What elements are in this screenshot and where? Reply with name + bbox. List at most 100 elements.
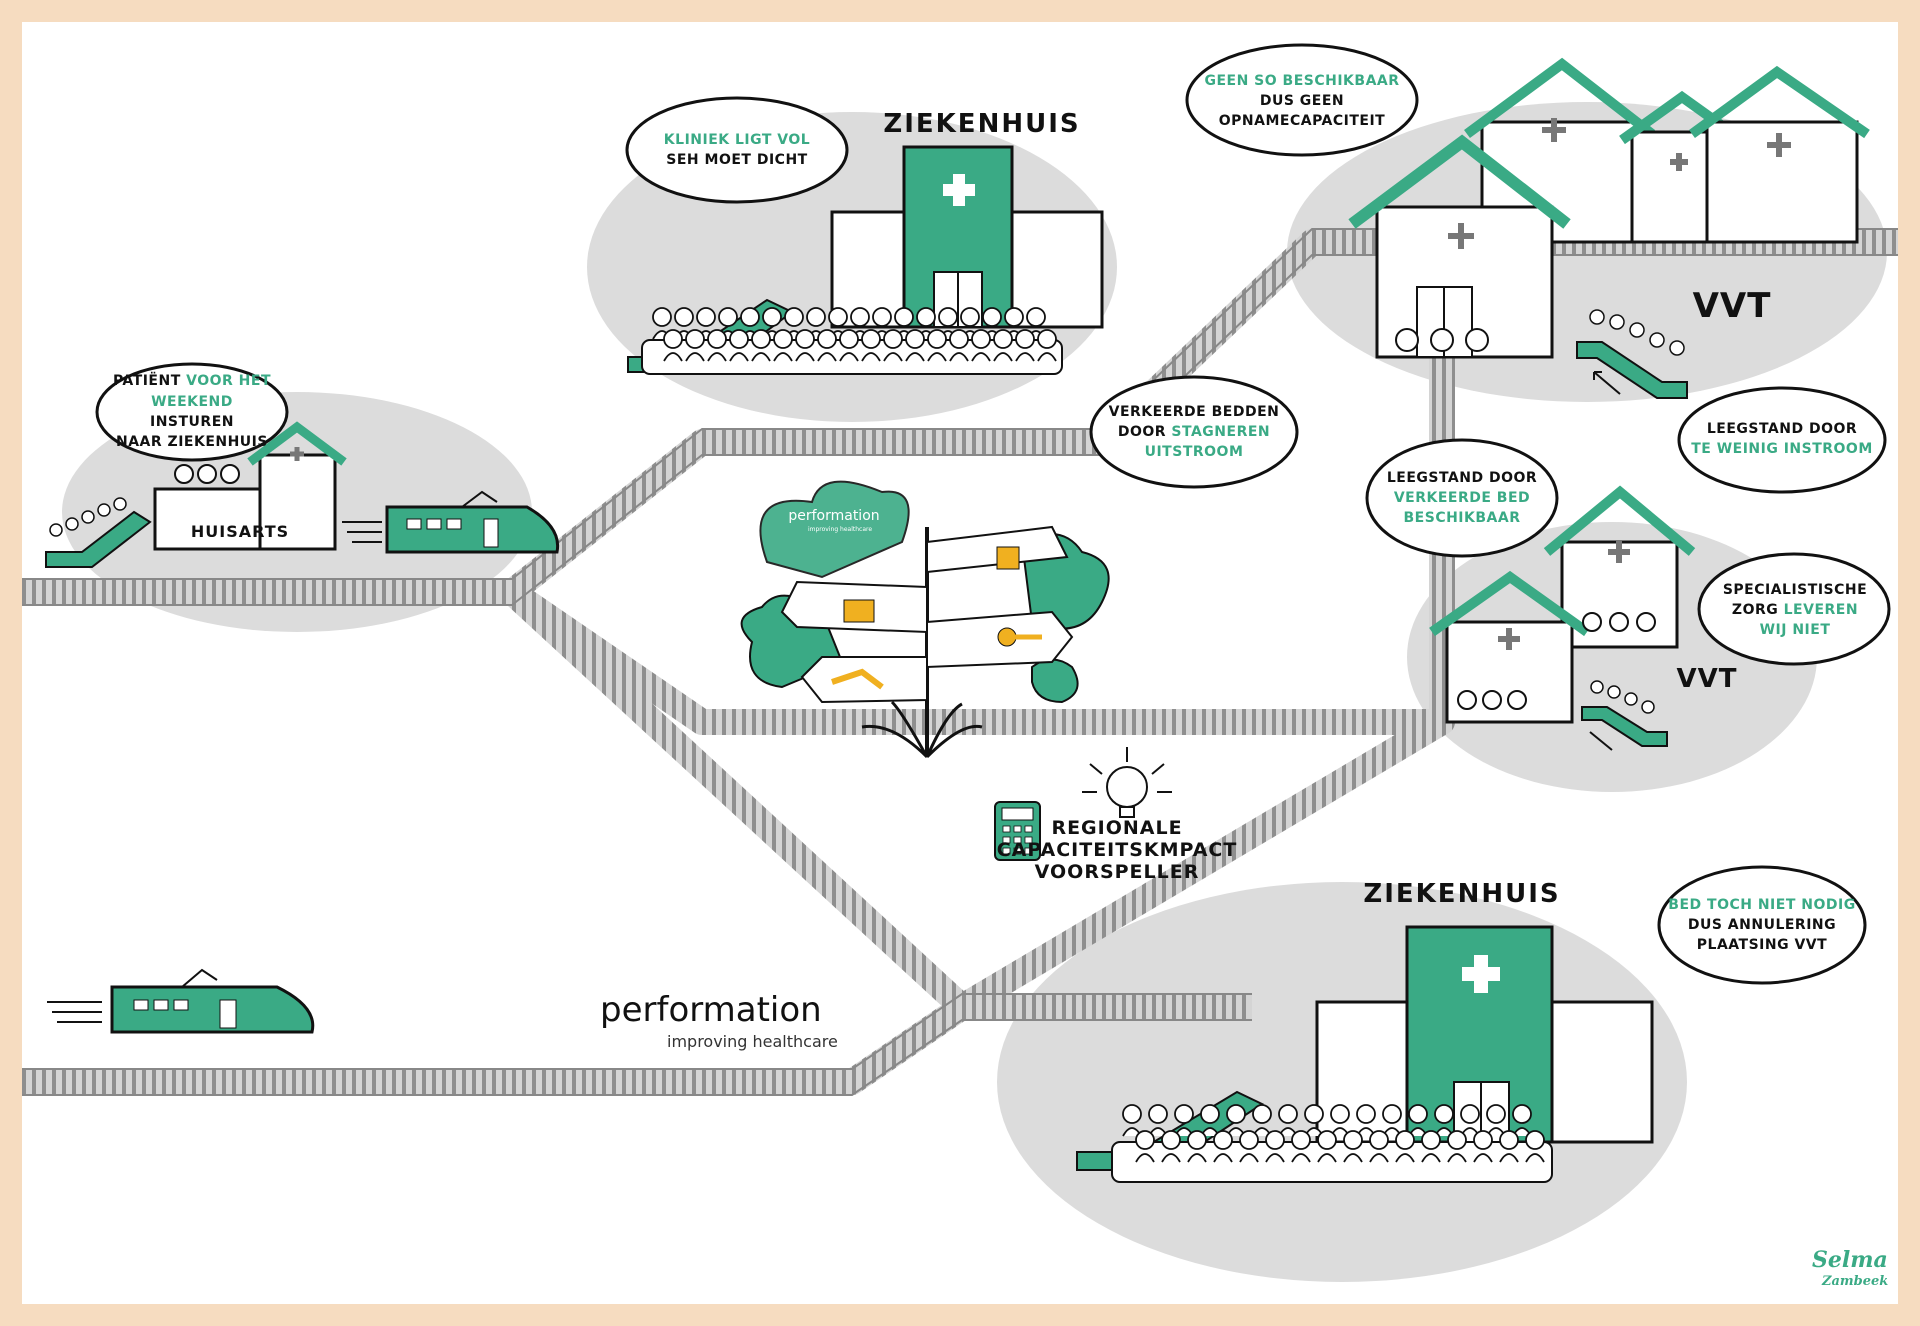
person-icon	[652, 307, 672, 327]
person-icon	[1512, 1104, 1532, 1124]
voorspeller-label: REGIONALE CAPACITEITSKMPACT VOORSPELLER	[977, 817, 1257, 884]
bubble-text: SEH MOET DICHT	[666, 152, 808, 168]
person-icon	[729, 329, 749, 349]
person-icon	[1278, 1104, 1298, 1124]
escalator-icon	[45, 497, 152, 568]
bubble-text: STAGNEREN	[1171, 423, 1271, 440]
person-body	[993, 352, 1013, 362]
person-icon	[1395, 1130, 1415, 1150]
person-icon	[894, 307, 914, 327]
bubble-leegstand-bed: LEEGSTAND DOOR VERKEERDE BED BESCHIKBAAR	[1374, 462, 1550, 534]
bubble-text: DOOR	[1117, 423, 1172, 440]
person-icon	[740, 307, 760, 327]
bubble-text: OPNAMECAPACITEIT	[1218, 113, 1386, 130]
bubble-text: WEEKEND	[151, 393, 233, 410]
bubble-text: UITSTROOM	[1144, 444, 1244, 461]
person-icon	[1037, 329, 1057, 349]
person-icon	[1135, 1130, 1155, 1150]
person-icon	[861, 329, 881, 349]
person-body	[795, 352, 815, 362]
thought-cloud-icon	[1185, 43, 1419, 157]
bubble-specialistische: SPECIALISTISCHE ZORG LEVEREN WIJ NIET	[1707, 574, 1883, 646]
person-icon	[993, 329, 1013, 349]
bubble-text: BED TOCH NIET NODIG	[1668, 896, 1856, 913]
person-icon	[674, 307, 694, 327]
person-body	[707, 352, 727, 362]
person-body	[883, 352, 903, 362]
ziekenhuis-top-label: ZIEKENHUIS	[883, 109, 1081, 139]
bubble-verkeerde-bedden: VERKEERDE BEDDEN DOOR STAGNEREN UITSTROO…	[1099, 396, 1289, 468]
person-body	[1473, 1153, 1493, 1163]
bubble-text: LEEGSTAND DOOR	[1706, 420, 1858, 437]
person-icon	[685, 329, 705, 349]
person-icon	[1473, 1130, 1493, 1150]
person-icon	[1499, 1130, 1519, 1150]
person-icon	[883, 329, 903, 349]
person-body	[1395, 1153, 1415, 1163]
bubble-patient: PATIËNT VOOR HET WEEKEND INSTUREN NAAR Z…	[107, 373, 277, 450]
person-body	[1421, 1153, 1441, 1163]
bubble-text: PATIËNT	[112, 373, 187, 390]
ziekenhuis-bottom-label: ZIEKENHUIS	[1363, 879, 1561, 909]
person-body	[949, 352, 969, 362]
train-icon	[47, 968, 315, 1034]
person-body	[1317, 1153, 1337, 1163]
person-icon	[1317, 1130, 1337, 1150]
person-icon	[1200, 1104, 1220, 1124]
person-body	[927, 352, 947, 362]
person-icon	[1330, 1104, 1350, 1124]
person-icon	[1122, 1104, 1142, 1124]
escalator-icon	[1576, 309, 1688, 399]
person-icon	[839, 329, 859, 349]
person-icon	[1004, 307, 1024, 327]
person-icon	[1187, 1130, 1207, 1150]
bubble-text: VERKEERDE BEDDEN	[1108, 403, 1280, 420]
bubble-text: GEEN SO BESCHIKBAAR	[1204, 72, 1400, 89]
person-icon	[1447, 1130, 1467, 1150]
bubble-text: WIJ NIET	[1759, 622, 1831, 639]
bubble-text: KLINIEK LIGT VOL	[663, 131, 811, 148]
person-icon	[960, 307, 980, 327]
person-icon	[817, 329, 837, 349]
person-body	[1499, 1153, 1519, 1163]
person-icon	[1161, 1130, 1181, 1150]
person-icon	[784, 307, 804, 327]
person-body	[1161, 1153, 1181, 1163]
person-icon	[707, 329, 727, 349]
person-body	[971, 352, 991, 362]
person-icon	[751, 329, 771, 349]
person-body	[1015, 352, 1035, 362]
vvt-mid-houses	[1429, 485, 1696, 724]
diagram-scene	[22, 43, 1898, 1282]
signpost-brand: performation	[788, 508, 880, 524]
person-icon	[773, 329, 793, 349]
person-body	[839, 352, 859, 362]
person-icon	[1265, 1130, 1285, 1150]
canvas: HUISARTS ZIEKENHUIS ZIEKENHUIS VVT VVT R…	[22, 22, 1898, 1304]
bubble-text: DUS GEEN	[1259, 92, 1345, 109]
person-icon	[1239, 1130, 1259, 1150]
person-body	[817, 352, 837, 362]
person-icon	[795, 329, 815, 349]
person-icon	[949, 329, 969, 349]
person-icon	[1434, 1104, 1454, 1124]
person-icon	[905, 329, 925, 349]
person-body	[1037, 352, 1057, 362]
track-bottom	[22, 994, 1252, 1095]
thought-cloud-icon	[1089, 375, 1299, 489]
bubble-kliniek: KLINIEK LIGT VOL SEH MOET DICHT	[642, 118, 832, 182]
person-icon	[1460, 1104, 1480, 1124]
signature-last: Zambeek	[1822, 1274, 1889, 1289]
huisarts-building	[153, 421, 347, 551]
thought-cloud-icon	[95, 362, 289, 462]
person-icon	[806, 307, 826, 327]
person-body	[729, 352, 749, 362]
person-icon	[1408, 1104, 1428, 1124]
bubble-text: DUS ANNULERING	[1687, 916, 1837, 933]
logo-text: performation	[600, 990, 822, 1030]
person-body	[1213, 1153, 1233, 1163]
voorspeller-line3: VOORSPELLER	[1034, 860, 1200, 883]
person-icon	[663, 329, 683, 349]
signpost-icon	[740, 480, 1110, 759]
calculator-icon	[994, 801, 1041, 861]
